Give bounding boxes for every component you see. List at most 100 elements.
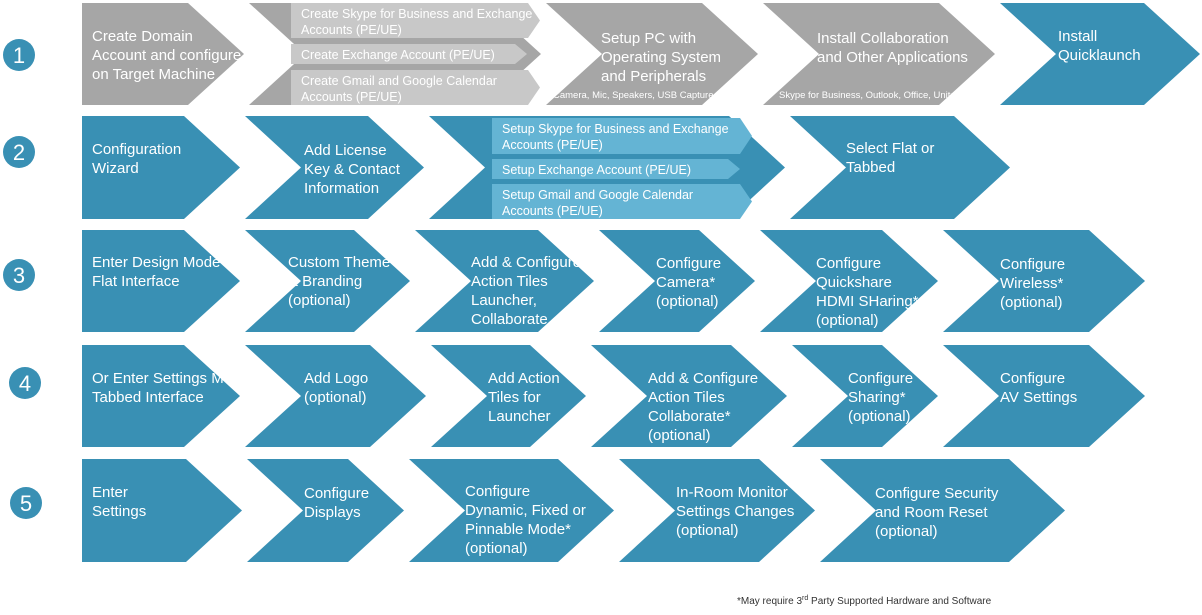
step-note: Camera, Mic, Speakers, USB Capture Card … <box>553 90 755 101</box>
step-label-line: (optional) <box>656 293 719 310</box>
step-label-line: (optional) <box>676 522 739 539</box>
sub-step-label-line: Create Gmail and Google Calendar <box>301 74 497 88</box>
step-label-line: Configure <box>1000 370 1065 387</box>
step-label-line: Wireless* <box>1000 275 1064 292</box>
sub-step-label: Setup Exchange Account (PE/UE) <box>502 163 691 177</box>
step-label-line: Add & Configure <box>471 254 581 271</box>
step-4-2: Add Logo(optional) <box>245 345 426 447</box>
row-number: 5 <box>20 491 32 516</box>
step-label-line: Settings <box>92 503 146 520</box>
step-label-line: on Target Machine <box>92 66 215 83</box>
footnote-suffix: Party Supported Hardware and Software <box>808 596 991 607</box>
row-number-badge: 1 <box>3 39 35 71</box>
step-label-line: and Other Applications <box>817 49 968 66</box>
step-label-line: (optional) <box>648 427 711 444</box>
step-chevron <box>82 345 240 447</box>
step-note: Skype for Business, Outlook, Office, Uni… <box>779 90 974 101</box>
sub-step-label-line: Setup Skype for Business and Exchange <box>502 122 729 136</box>
step-label-line: (optional) <box>288 292 351 309</box>
step-label-line: and Peripherals <box>601 68 706 85</box>
step-chevron <box>409 459 614 562</box>
step-label-line: Enter Design Mode <box>92 254 220 271</box>
sub-step-label-line: Create Exchange Account (PE/UE) <box>301 48 495 62</box>
step-label-line: Action Tiles <box>471 273 548 290</box>
step-label-line: Collaborate <box>471 311 548 328</box>
row-number-badge: 5 <box>10 487 42 519</box>
step-label-line: Launcher <box>488 408 551 425</box>
step-chevron <box>245 230 410 332</box>
step-chevron <box>82 459 242 562</box>
sub-step-arrow <box>492 184 752 219</box>
sub-step-label-line: Setup Gmail and Google Calendar <box>502 188 693 202</box>
sub-step: Create Exchange Account (PE/UE) <box>291 44 527 64</box>
step-label-line: AV Settings <box>1000 389 1077 406</box>
step-label-line: Custom Theme <box>288 254 390 271</box>
step-label-line: Configure <box>656 255 721 272</box>
row-number-circle <box>3 259 35 291</box>
step-chevron <box>1000 3 1200 105</box>
row-number-circle <box>3 39 35 71</box>
step-label-line: HDMI SHaring* <box>816 293 919 310</box>
step-label: Configure AV Settings <box>1000 370 1077 406</box>
step-label-line: and Room Reset <box>875 504 988 521</box>
step-label-line: & Branding <box>288 273 362 290</box>
footnote: *May require 3rd Party Supported Hardwar… <box>737 595 992 607</box>
row-number: 4 <box>19 371 31 396</box>
step-chevron <box>820 459 1065 562</box>
sub-step-arrow <box>291 3 540 38</box>
row-number-badge: 4 <box>9 367 41 399</box>
sub-step-label-line: Accounts (PE/UE) <box>502 138 603 152</box>
step-chevron <box>792 345 938 447</box>
step-label-line: (optional) <box>875 523 938 540</box>
step-label-line: (optional) <box>848 408 911 425</box>
step-3-2: Custom Theme & Branding (optional) <box>245 230 410 332</box>
step-label-line: In-Room Monitor <box>676 484 788 501</box>
sub-step-label-line: Accounts (PE/UE) <box>502 204 603 218</box>
step-label-line: (optional) <box>465 540 528 557</box>
step-label-line: Setup PC with <box>601 30 696 47</box>
step-label-line: Displays <box>304 504 361 521</box>
step-label-line: Tabbed Interface <box>92 389 204 406</box>
step-label-line: Sharing* <box>848 389 906 406</box>
step-label-line: Action Tiles <box>648 389 725 406</box>
step-label-line: Configure <box>465 483 530 500</box>
step-label-line: Configure <box>848 370 913 387</box>
step-label-line: Configure <box>304 485 369 502</box>
step-chevron <box>943 345 1145 447</box>
step-chevron <box>415 230 594 332</box>
row-number: 1 <box>13 43 25 68</box>
step-label-line: Enter <box>92 484 128 501</box>
step-chevron <box>82 230 240 332</box>
step-chevron <box>619 459 815 562</box>
